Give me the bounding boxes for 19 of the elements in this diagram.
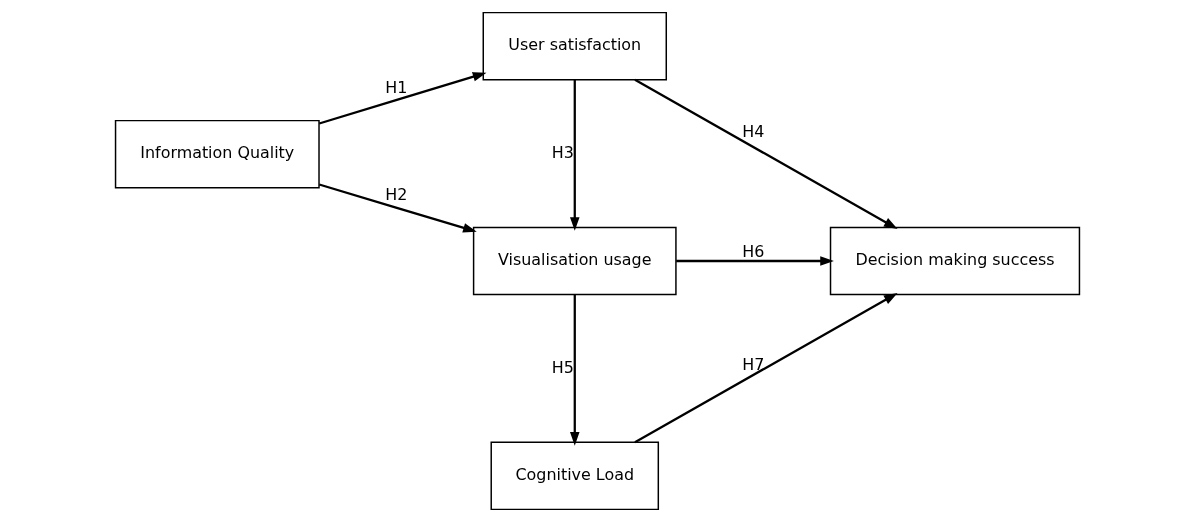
- edge-label: H6: [742, 241, 765, 261]
- arrow: [569, 79, 580, 231]
- arrow: [318, 183, 477, 233]
- node-box: User satisfaction: [482, 11, 667, 81]
- edge-label: H3: [551, 142, 574, 162]
- node-box: Information Quality: [114, 119, 320, 189]
- edge-label: H7: [742, 355, 765, 375]
- arrow: [318, 72, 487, 125]
- edge-label: H4: [742, 122, 765, 142]
- edge-label: H1: [385, 78, 408, 97]
- arrow: [634, 293, 898, 444]
- arrow: [634, 78, 898, 229]
- arrow: [676, 256, 834, 266]
- edge-label: H2: [385, 184, 408, 204]
- node-box: Cognitive Load: [490, 441, 660, 511]
- node-box: Decision making success: [829, 226, 1081, 296]
- edge-label: H5: [551, 357, 574, 377]
- arrow: [569, 294, 580, 446]
- node-box: Visualisation usage: [472, 226, 677, 296]
